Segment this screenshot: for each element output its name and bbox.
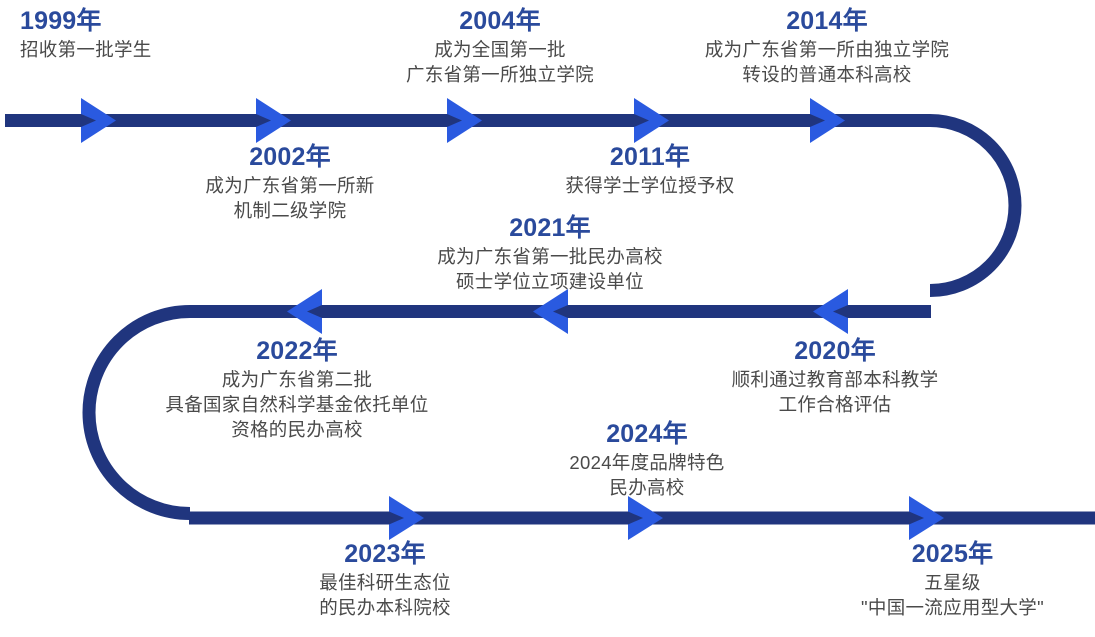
milestone-desc-line: 民办高校	[609, 477, 685, 499]
milestone-2024: 2024年 2024年度品牌特色 民办高校	[527, 418, 767, 500]
row1-arrow-1	[81, 98, 116, 143]
row2-arrow-1	[813, 289, 848, 334]
milestone-desc-line: 成为广东省第一所由独立学院	[704, 39, 950, 60]
milestone-year: 2025年	[911, 540, 994, 568]
row1-arrow-4	[634, 98, 669, 143]
milestone-desc-line: 成为广东省第一批民办高校	[437, 246, 663, 267]
milestone-desc-line: 的民办本科院校	[319, 597, 451, 619]
milestone-year: 2022年	[256, 337, 338, 365]
milestone-desc-line: 2024年度品牌特色	[569, 452, 725, 473]
milestone-year: 2014年	[786, 7, 868, 35]
milestone-2022: 2022年 成为广东省第二批 具备国家自然科学基金依托单位 资格的民办高校	[132, 335, 462, 442]
milestone-year: 2020年	[794, 337, 876, 365]
row3-arrow-1	[389, 496, 424, 540]
row3-arrow-3	[909, 496, 944, 540]
milestone-2021: 2021年 成为广东省第一批民办高校 硕士学位立项建设单位	[400, 212, 700, 294]
milestone-year: 2023年	[344, 540, 426, 568]
track-segment-row1	[5, 114, 1022, 297]
milestone-desc-line: 转设的普通本科高校	[742, 64, 912, 86]
milestone-desc-line: 最佳科研生态位	[319, 572, 451, 593]
milestone-desc-line: 五星级	[924, 572, 981, 593]
row1-arrow-2	[256, 98, 291, 143]
milestone-year: 2024年	[606, 420, 688, 448]
milestone-desc-line: "中国一流应用型大学"	[861, 597, 1044, 619]
milestone-year: 2011年	[609, 143, 691, 171]
row1-arrow-5	[810, 98, 845, 143]
milestone-year: 1999年	[20, 7, 102, 35]
milestone-desc-line: 招收第一批学生	[20, 39, 152, 60]
milestone-2025: 2025年 五星级 "中国一流应用型大学"	[820, 538, 1085, 620]
milestone-desc-line: 顺利通过教育部本科教学	[731, 369, 939, 390]
milestone-desc-line: 硕士学位立项建设单位	[455, 271, 644, 293]
milestone-desc-line: 成为全国第一批	[434, 39, 566, 60]
milestone-2023: 2023年 最佳科研生态位 的民办本科院校	[265, 538, 505, 620]
milestone-desc-line: 成为广东省第二批	[221, 369, 373, 390]
milestone-desc-line: 具备国家自然科学基金依托单位	[165, 394, 429, 416]
milestone-desc-line: 机制二级学院	[233, 200, 347, 222]
milestone-desc-line: 资格的民办高校	[231, 419, 363, 441]
milestone-2011: 2011年 获得学士学位授予权	[530, 141, 770, 198]
row1-arrow-3	[447, 98, 482, 143]
row3-arrow-2	[628, 496, 663, 540]
milestone-year: 2021年	[509, 214, 591, 242]
milestone-year: 2004年	[459, 7, 541, 35]
milestone-desc-line: 广东省第一所独立学院	[405, 64, 594, 86]
milestone-2004: 2004年 成为全国第一批 广东省第一所独立学院	[355, 5, 645, 87]
milestone-year: 2002年	[249, 143, 331, 171]
milestone-desc-line: 成为广东省第一所新	[205, 175, 375, 196]
milestone-desc-line: 获得学士学位授予权	[565, 175, 735, 196]
track-segment-row2	[82, 305, 931, 520]
milestone-2020: 2020年 顺利通过教育部本科教学 工作合格评估	[690, 335, 980, 417]
row2-arrow-2	[533, 289, 568, 334]
milestone-1999: 1999年 招收第一批学生	[20, 5, 152, 62]
row2-arrow-3	[287, 289, 322, 334]
milestone-2014: 2014年 成为广东省第一所由独立学院 转设的普通本科高校	[672, 5, 982, 87]
milestone-2002: 2002年 成为广东省第一所新 机制二级学院	[170, 141, 410, 223]
milestone-desc-line: 工作合格评估	[778, 394, 892, 416]
